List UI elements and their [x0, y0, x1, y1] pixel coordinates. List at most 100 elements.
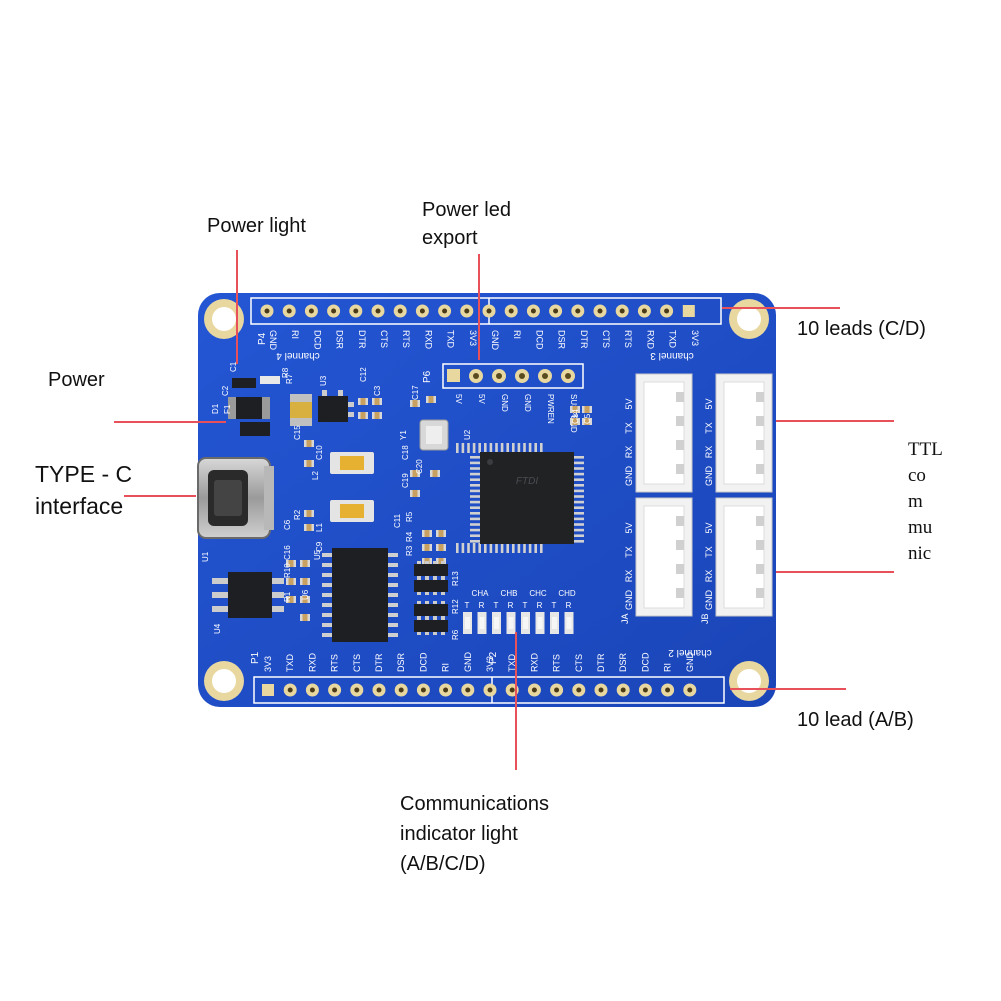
- chip-pin: [470, 534, 480, 537]
- component-designator: C2: [221, 385, 230, 396]
- bottom-pin-label: DTR: [596, 653, 606, 672]
- u5-pin: [322, 623, 332, 627]
- callout-ttl-line2: co: [908, 465, 926, 486]
- indicator-led-lens: [465, 617, 470, 629]
- ttl-connector-pin-label: 5V: [704, 522, 714, 533]
- chip-pin: [478, 443, 481, 453]
- top-pin-label: 3V3: [690, 330, 700, 346]
- top-pin-hole: [397, 308, 403, 314]
- top-pin-hole: [464, 308, 470, 314]
- resistor-array: [414, 620, 448, 632]
- indicator-led-lens: [494, 617, 499, 629]
- ttl-connector-pin-label: 5V: [624, 398, 634, 409]
- top-pin-hole: [641, 308, 647, 314]
- chip-pin: [472, 443, 476, 453]
- p6-pin-label: SUSPEND: [569, 394, 578, 433]
- top-header-pads: [260, 304, 695, 318]
- channel-3-label: channel 3: [650, 350, 694, 361]
- smd-part-body: [288, 596, 294, 603]
- component-designator: C12: [359, 367, 368, 382]
- ttl-connector-pin-label: TX: [624, 422, 634, 434]
- leader-ttl-top: [776, 420, 894, 422]
- ttl-connector-pin: [676, 392, 684, 402]
- top-pin-label: DSR: [335, 330, 345, 350]
- u5-pin: [322, 573, 332, 577]
- indicator-led-lens: [523, 617, 528, 629]
- top-pin-hole: [308, 308, 314, 314]
- ftdi-chip: FTDI: [456, 443, 584, 553]
- bottom-pin-label: DCD: [418, 652, 428, 672]
- bottom-pin-label: RTS: [330, 654, 340, 672]
- component-designator: R4: [405, 531, 414, 542]
- indicator-led-lens: [508, 617, 514, 629]
- chip-pin: [470, 489, 480, 493]
- u5-pin: [388, 573, 398, 577]
- smd-part-body: [374, 412, 380, 419]
- led-tr-label: R: [508, 601, 514, 610]
- chip-pin: [574, 467, 584, 470]
- bottom-pin-hole: [642, 687, 648, 693]
- top-pin-label: RXD: [645, 330, 655, 350]
- chip-pin: [470, 461, 480, 465]
- resistor-array-pin: [433, 632, 437, 635]
- chip-pin: [470, 523, 480, 526]
- ttl-connector-pin: [676, 540, 684, 550]
- p4-label: P4: [257, 332, 268, 345]
- resistor-array-pin: [425, 561, 429, 564]
- u5-pin: [322, 553, 332, 557]
- ttl-connector-pin-label: GND: [624, 590, 634, 611]
- bottom-pin-hole: [576, 687, 582, 693]
- smd-part-body: [424, 544, 430, 551]
- top-pin-hole: [286, 308, 292, 314]
- callout-comm-line2: indicator light: [400, 823, 518, 845]
- ttl-connector-pin: [676, 516, 684, 526]
- ttl-connectors: [635, 373, 773, 617]
- bottom-pin-hole: [332, 687, 338, 693]
- smd-part-body: [412, 400, 418, 407]
- component-designator: R1: [283, 591, 292, 602]
- component-designator: C11: [393, 513, 402, 528]
- ttl-connector-pin-label: GND: [624, 466, 634, 487]
- top-pin-hole: [331, 308, 337, 314]
- callout-ttl-line4: mu: [908, 517, 933, 538]
- chip-pin: [517, 443, 521, 453]
- top-pin-label: RI: [512, 330, 522, 339]
- component-designator: U4: [213, 623, 222, 634]
- u5-pin: [322, 593, 332, 597]
- component-designator: R6: [451, 629, 460, 640]
- leader-leads-cd: [722, 307, 840, 309]
- bottom-pin-label: TXD: [507, 653, 517, 672]
- component-designator: U1: [201, 551, 210, 562]
- smd-part-body: [412, 470, 418, 477]
- smd-part-body: [584, 406, 590, 413]
- top-pin-label: 3V3: [468, 330, 478, 346]
- p6-pin-label: GND: [523, 394, 532, 412]
- chip-brand-label: FTDI: [516, 476, 538, 487]
- resistor-array-pin: [425, 601, 429, 604]
- smd-part-body: [374, 398, 380, 405]
- chip-pin: [512, 543, 515, 553]
- top-pin-label: CTS: [601, 330, 611, 348]
- resistor-array-pin: [441, 601, 445, 604]
- u5-pin: [388, 623, 398, 627]
- component-designator: C17: [411, 385, 420, 400]
- component-designator: C3: [373, 385, 382, 396]
- chip-pin: [574, 523, 584, 526]
- chip-pin: [534, 543, 537, 553]
- top-pin-label: RI: [290, 330, 300, 339]
- bottom-pin-hole: [376, 687, 382, 693]
- leader-power: [114, 421, 226, 423]
- smd-part-body: [424, 530, 430, 537]
- top-pin-pad: [682, 305, 695, 317]
- smd-part-body: [438, 544, 444, 551]
- resistor-array-pin: [441, 561, 445, 564]
- leader-ttl-bottom: [776, 571, 894, 573]
- component-designator: R8: [281, 367, 290, 378]
- callout-power-light: Power light: [207, 215, 306, 237]
- resistor-array-pin: [425, 592, 429, 595]
- smd-part-body: [302, 560, 308, 567]
- smd-part-body: [412, 490, 418, 497]
- p6-header-pads: [447, 369, 575, 383]
